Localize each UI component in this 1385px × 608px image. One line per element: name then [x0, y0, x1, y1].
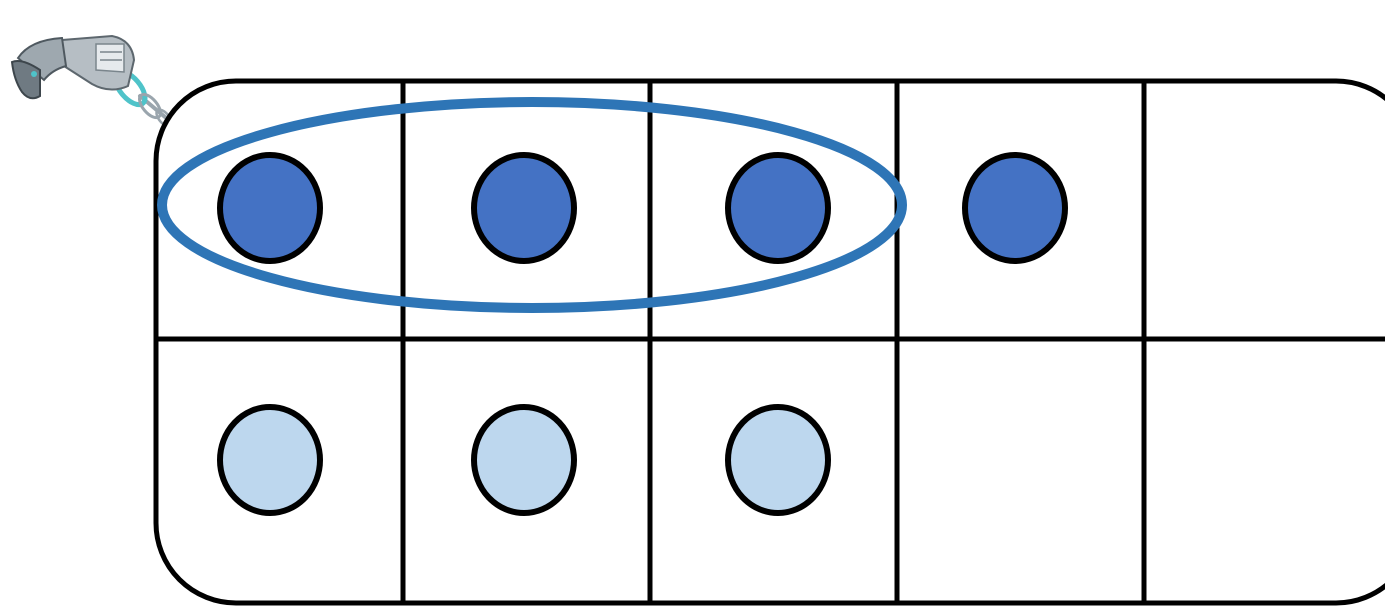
counter-top-1	[217, 152, 323, 264]
bottom-row-counters	[217, 404, 831, 516]
top-row-counters	[217, 152, 1068, 264]
counter-top-2	[471, 152, 577, 264]
ray-gun-icon	[10, 34, 196, 144]
counter-top-3	[725, 152, 831, 264]
counter-top-4	[962, 152, 1068, 264]
counter-bottom-1	[217, 404, 323, 516]
ten-frame-grid	[156, 81, 1385, 603]
group-of-three-oval	[157, 97, 907, 313]
ten-frame-outline	[153, 78, 1385, 606]
counter-bottom-2	[471, 404, 577, 516]
counter-bottom-3	[725, 404, 831, 516]
